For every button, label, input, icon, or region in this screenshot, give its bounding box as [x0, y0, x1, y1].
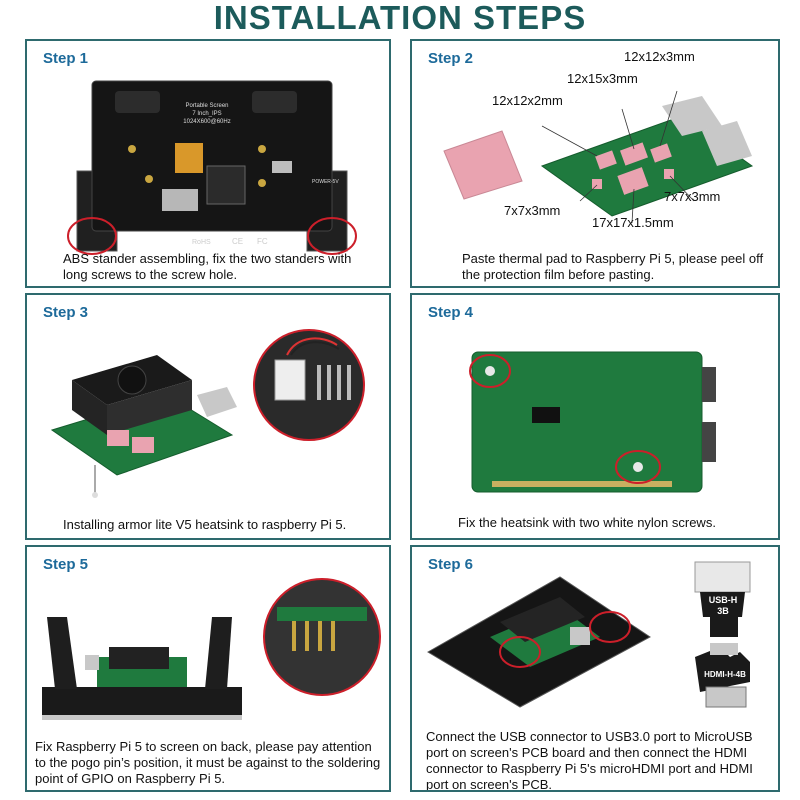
pad-dim-7x7x3-right: 7x7x3mm [664, 189, 721, 204]
screen-spec-label: 7 Inch_IPS [192, 111, 221, 117]
step-2-label: Step 2 [428, 50, 474, 67]
ce-mark: CE [232, 237, 243, 246]
step-1-label: Step 1 [43, 50, 89, 67]
step-1-panel: Step 1 Portable Screen 7 Inch_IPS 1024X6… [25, 39, 391, 288]
pad-dim-7x7x3-left: 7x7x3mm [504, 203, 561, 218]
step-4-panel: Step 4 Fix the heatsink with two white n… [410, 293, 780, 540]
step-1-photo: Portable Screen 7 Inch_IPS 1024X600@60Hz… [67, 80, 357, 255]
hdmi-adapter-label: HDMI-H-4B [704, 670, 746, 679]
step-2-photo [443, 90, 754, 224]
page-title: INSTALLATION STEPS [213, 0, 587, 36]
step-3-photo [50, 329, 365, 498]
step-6-photo: USB-H 3B HDMI-H-4B [427, 561, 751, 708]
pad-dim-12x12x3: 12x12x3mm [624, 49, 695, 64]
step-1-caption: ABS stander assembling, fix the two stan… [63, 251, 352, 282]
pad-dim-17x17x1-5: 17x17x1.5mm [592, 215, 674, 230]
resolution-label: 1024X600@60Hz [183, 119, 230, 125]
step-4-caption: Fix the heatsink with two white nylon sc… [458, 515, 716, 530]
step-5-label: Step 5 [43, 556, 89, 573]
pad-dim-12x12x2: 12x12x2mm [492, 93, 563, 108]
pad-dim-12x15x3: 12x15x3mm [567, 71, 638, 86]
usb-adapter-label-2: 3B [717, 606, 729, 616]
usb-adapter-label-1: USB-H [709, 595, 738, 605]
step-5-caption: Fix Raspberry Pi 5 to screen on back, pl… [35, 739, 381, 786]
step-5-panel: Step 5 Fix Raspberry Pi 5 to screen on b… [25, 545, 391, 792]
step-3-caption: Installing armor lite V5 heatsink to ras… [63, 517, 347, 532]
step-5-photo [42, 578, 381, 720]
step-2-panel: Step 2 12x12x3mm 12x15x3mm 12x12x2mm 7x7… [410, 39, 780, 288]
step-2-caption: Paste thermal pad to Raspberry Pi 5, ple… [462, 251, 764, 282]
step-6-caption: Connect the USB connector to USB3.0 port… [426, 729, 753, 792]
fc-mark: FC [257, 237, 268, 246]
step-3-label: Step 3 [43, 304, 89, 321]
rohs-mark: RoHS [192, 239, 211, 246]
step-4-label: Step 4 [428, 304, 474, 321]
power-label: POWER-5V [312, 179, 339, 185]
step-6-panel: Step 6 USB-H 3B HDMI-H-4B Connect the US… [410, 545, 780, 792]
step-3-panel: Step 3 Installing armor lite V5 heatsink… [25, 293, 391, 540]
screen-model-label: Portable Screen [185, 103, 228, 109]
step-6-label: Step 6 [428, 556, 474, 573]
step-4-photo [469, 351, 716, 493]
